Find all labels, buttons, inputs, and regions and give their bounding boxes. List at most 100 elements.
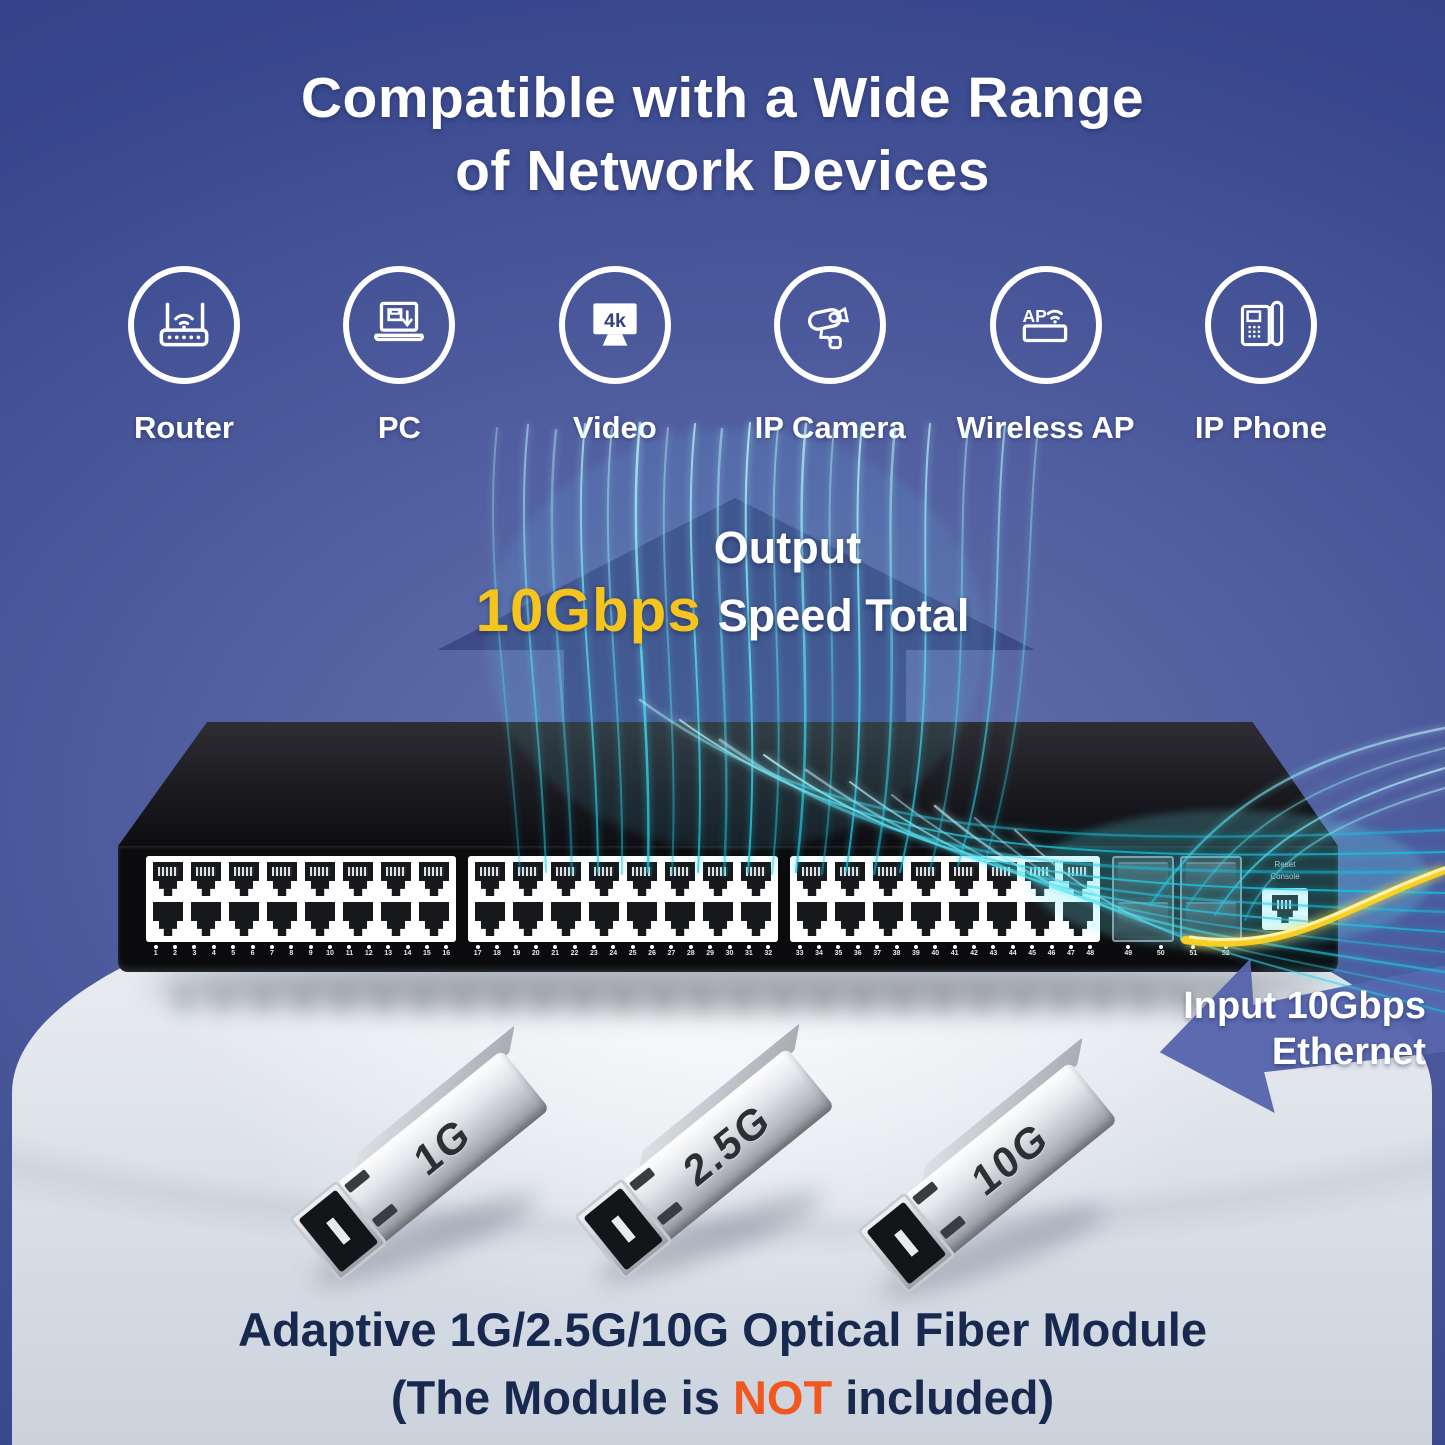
switch-top-face [118,722,1338,846]
footer-line-2-suffix: included) [832,1371,1055,1425]
port-led [1049,945,1054,949]
sfp-slot [1186,901,1236,936]
port-number-label: 45 [1028,950,1037,957]
port-led [972,945,977,949]
port-led [347,945,352,949]
device-label-router: Router [134,410,234,445]
ip-camera-icon [808,306,850,350]
input-banner-line-1: Input 10Gbps [1183,985,1426,1027]
port-number-label: 29 [706,950,715,957]
port-number: 21 [546,945,565,958]
port-number: 29 [701,945,720,958]
port-number-label: 19 [512,950,521,957]
port-led [1223,945,1228,949]
port-led [650,945,655,949]
port-led [1010,945,1015,949]
port-led [1191,945,1196,949]
port-led [192,945,197,949]
rj45-jack [835,902,865,936]
device-pc: PC [301,266,497,446]
output-banner: Output 10Gbps Speed Total [476,522,970,645]
ap-badge: AP [1022,306,1047,326]
rj45-jack [873,902,903,936]
rj45-jack [1063,902,1093,936]
port-number: 10 [320,945,339,958]
rj45-jack [665,902,695,936]
port-number-label: 13 [384,950,393,957]
port-number-label: 46 [1047,950,1056,957]
port-number-label: 23 [590,950,598,957]
router-icon-circle [128,266,240,384]
port-number: 36 [848,945,867,958]
port-number: 45 [1023,945,1042,958]
port-number: 51 [1177,945,1210,958]
port-number-label: 16 [442,950,451,957]
rj45-jack [741,862,771,896]
port-number: 11 [340,945,359,958]
device-label-ip-camera: IP Camera [754,410,906,445]
rj45-jack [703,902,733,936]
port-number-label: 17 [473,950,482,957]
port-number-label: 7 [269,950,274,957]
rj45-jack [949,902,979,936]
port-number: 38 [887,945,906,958]
device-wireless-ap: AP Wireless AP [948,266,1144,446]
port-number-label: 12 [364,950,373,957]
rj45-jack [513,862,543,896]
port-number: 14 [398,945,417,958]
rj45-port-slab [146,856,456,942]
port-number-label: 51 [1189,950,1198,957]
rj45-jack [191,862,221,896]
video-4k-icon: 4k [593,303,637,346]
console-port [1262,888,1308,930]
port-led [875,945,880,949]
port-number: 26 [642,945,661,958]
rj45-jack [343,862,373,896]
port-number-label: 15 [423,950,431,957]
port-number: 50 [1145,945,1178,958]
device-ip-phone: IP Phone [1163,266,1359,446]
ip-camera-icon-circle [774,266,887,384]
port-number: 13 [379,945,398,958]
footer-not-highlight: NOT [732,1371,833,1425]
page-title: Compatible with a Wide Range of Network … [0,62,1445,208]
port-led [386,945,391,949]
port-led [475,945,480,949]
port-number-label: 33 [795,950,804,957]
port-led [424,945,429,949]
rj45-jack [873,862,903,896]
output-banner-speed: 10Gbps [475,577,702,644]
switch-reflection [170,988,1260,1014]
port-number: 8 [282,945,301,958]
sfp-cage [1180,856,1242,942]
port-led [1158,945,1163,949]
port-number-label: 2 [173,950,178,957]
rj45-jack [987,862,1017,896]
port-led [211,945,216,949]
sfp-cages [1112,856,1242,942]
port-number: 39 [906,945,925,958]
rj45-jack [267,902,297,936]
port-number: 23 [584,945,603,958]
output-banner-prefix: Output [713,522,862,573]
console-label: Console [1270,872,1300,881]
port-number-label: 32 [764,950,773,957]
module-speed-label: 1G [406,1107,479,1186]
rj45-jack [911,862,941,896]
rj45-jack [911,902,941,936]
wireless-ap-icon: AP [1022,306,1067,343]
footer-text: Adaptive 1G/2.5G/10G Optical Fiber Modul… [0,1296,1445,1432]
rj45-jack [419,862,449,896]
port-led [991,945,996,949]
port-led [495,945,500,949]
sfp-slot [1118,901,1168,936]
port-number-label: 47 [1067,950,1075,957]
port-led [405,945,410,949]
port-led [269,945,274,949]
